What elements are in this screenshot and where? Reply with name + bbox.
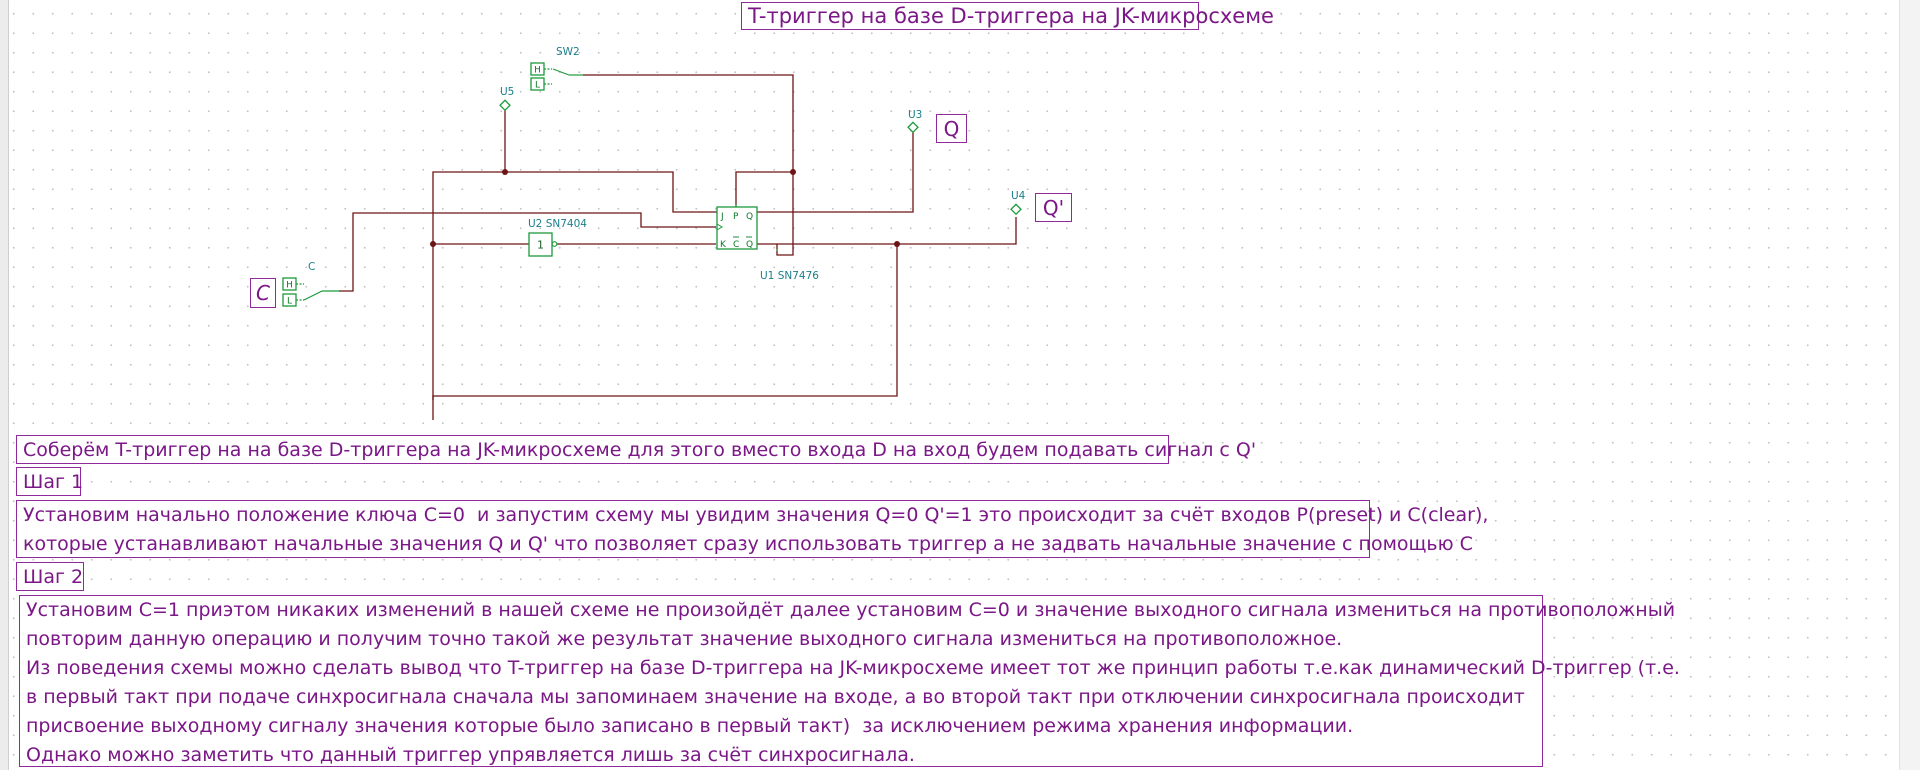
wire-preset[interactable] bbox=[735, 171, 793, 207]
wire-qbar-to-u4[interactable] bbox=[757, 217, 1017, 245]
ff-pin-k: K bbox=[720, 240, 727, 250]
probe-u5[interactable]: U5 bbox=[499, 86, 514, 112]
switch-sw2-low: L bbox=[535, 81, 540, 91]
ff-pin-qbar: Q bbox=[746, 240, 753, 250]
step1-title: Шаг 1 bbox=[16, 467, 83, 496]
switch-c[interactable]: H L C bbox=[282, 261, 339, 307]
switch-sw2-label: SW2 bbox=[556, 46, 580, 58]
page-title: T-триггер на базе D-триггера на JK-микро… bbox=[741, 2, 1274, 30]
step2-line: в первый такт при подаче синхросигнала с… bbox=[26, 686, 1525, 708]
step2-line: Установим C=1 приэтом никаких изменений … bbox=[26, 599, 1676, 621]
left-edge bbox=[0, 0, 9, 770]
probe-u5-label: U5 bbox=[500, 86, 514, 98]
switch-sw2[interactable]: H L SW2 bbox=[530, 46, 583, 91]
step2-line: повторим данную операцию и получим точно… bbox=[26, 628, 1343, 650]
step1-line: Установим начально положение ключа C=0 и… bbox=[23, 504, 1489, 526]
label-c: C bbox=[250, 278, 276, 308]
wire-sw2-to-clear[interactable] bbox=[583, 74, 794, 256]
ff-pin-c: C bbox=[733, 240, 739, 250]
probe-u4-label: U4 bbox=[1011, 190, 1026, 202]
inverter-u2[interactable]: 1 U2 SN7404 bbox=[528, 218, 587, 257]
switch-sw2-high: H bbox=[534, 66, 541, 76]
step2-text: Установим C=1 приэтом никаких изменений … bbox=[19, 595, 1680, 767]
switch-c-label: C bbox=[308, 261, 315, 273]
step1-text: Установим начально положение ключа C=0 и… bbox=[16, 500, 1489, 558]
label-qprime: Q' bbox=[1035, 193, 1072, 222]
switch-c-high: H bbox=[286, 281, 293, 291]
wire-feedback-loop[interactable] bbox=[432, 244, 898, 400]
label-q: Q bbox=[936, 114, 967, 143]
step2-line: Из поведения схемы можно сделать вывод ч… bbox=[26, 657, 1680, 679]
step1-line: которые устанавливают начальные значения… bbox=[23, 533, 1473, 555]
flipflop-u1-label: U1 SN7476 bbox=[760, 270, 819, 282]
vertical-scrollbar[interactable] bbox=[1899, 0, 1920, 770]
step2-line: присвоение выходному сигналу значения ко… bbox=[26, 715, 1354, 737]
step2-line: Однако можно заметить что данный триггер… bbox=[26, 744, 915, 766]
wire-top-bus[interactable] bbox=[432, 171, 717, 420]
ff-pin-q: Q bbox=[746, 212, 753, 222]
junctions bbox=[430, 169, 900, 247]
intro-text: Соберём T-триггер на на базе D-триггера … bbox=[16, 435, 1256, 464]
inverter-u2-label: U2 SN7404 bbox=[528, 218, 587, 230]
wires bbox=[339, 74, 1017, 420]
wire-q-to-u3[interactable] bbox=[757, 132, 914, 213]
ff-pin-p: P bbox=[733, 212, 739, 222]
switch-c-low: L bbox=[287, 297, 292, 307]
ff-pin-j: J bbox=[720, 212, 724, 222]
probe-u3[interactable]: U3 bbox=[907, 109, 922, 134]
step2-title: Шаг 2 bbox=[16, 562, 84, 591]
inverter-symbol: 1 bbox=[537, 239, 544, 252]
probe-u4[interactable]: U4 bbox=[1010, 190, 1026, 216]
flipflop-u1[interactable]: J P Q K C Q U1 SN7476 bbox=[716, 204, 819, 282]
probe-u3-label: U3 bbox=[908, 109, 922, 121]
wire-clock-to-j[interactable] bbox=[339, 212, 716, 292]
